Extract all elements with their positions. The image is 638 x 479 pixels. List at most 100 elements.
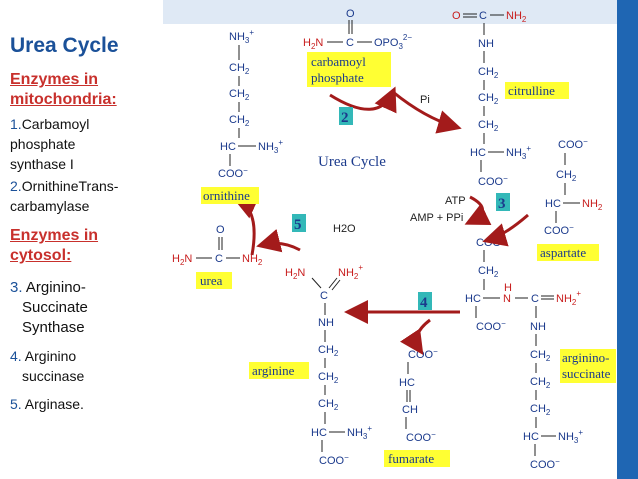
enzyme-name: phosphate xyxy=(10,136,76,152)
step-badge xyxy=(292,214,306,232)
svg-text:CH2: CH2 xyxy=(530,403,551,417)
carbamoyl-phosphate-structure: O H2N C OPO32− xyxy=(303,8,412,51)
label-bg xyxy=(307,52,391,87)
svg-text:CH2: CH2 xyxy=(478,92,499,106)
step-badge xyxy=(496,193,510,211)
svg-text:O: O xyxy=(216,224,225,236)
svg-text:NH3+: NH3+ xyxy=(506,144,531,161)
enzyme-item: 3. Arginino- Succinate Synthase xyxy=(10,278,88,338)
svg-text:C: C xyxy=(215,253,223,265)
carbamoyl-phosphate-label: carbamoyl xyxy=(311,54,366,69)
svg-text:COO−: COO− xyxy=(319,453,349,467)
label-bg xyxy=(196,272,232,289)
water-label: H2O xyxy=(333,223,356,235)
arrow-aspartate-in xyxy=(482,213,529,247)
svg-text:N: N xyxy=(503,293,511,305)
step-number: 5 xyxy=(294,217,302,233)
mitochondria-heading-line: mitochondria: xyxy=(10,91,117,108)
argininosuccinate-label: succinate xyxy=(562,366,611,381)
enzyme-item: 4. Arginino succinase xyxy=(10,346,84,386)
svg-text:H2N: H2N xyxy=(285,267,305,281)
svg-text:COO−: COO− xyxy=(476,319,506,333)
arrow-step-2-in xyxy=(329,86,397,114)
svg-text:NH3+: NH3+ xyxy=(258,138,283,155)
enzyme-name: succinase xyxy=(22,368,85,384)
enzyme-item: 2.OrnithineTrans- carbamylase xyxy=(10,176,118,216)
enzyme-number: 4. xyxy=(10,348,22,364)
enzyme-name: OrnithineTrans- xyxy=(21,178,119,194)
carbamoyl-phosphate-label: phosphate xyxy=(311,70,364,85)
step-number: 3 xyxy=(498,196,506,212)
svg-text:CH2: CH2 xyxy=(318,344,339,358)
svg-text:NH2+: NH2+ xyxy=(338,263,363,281)
enzyme-name: Carbamoyl xyxy=(21,116,90,132)
svg-text:COO−: COO− xyxy=(406,430,436,444)
ornithine-label: ornithine xyxy=(203,188,250,203)
svg-text:CH2: CH2 xyxy=(530,349,551,363)
svg-text:CH2: CH2 xyxy=(229,88,250,102)
phosphate-label: Pi xyxy=(420,94,430,106)
svg-text:NH: NH xyxy=(478,38,494,50)
enzyme-number: 5. xyxy=(10,396,22,412)
svg-text:NH: NH xyxy=(318,317,334,329)
svg-text:COO−: COO− xyxy=(476,235,506,249)
svg-text:NH2+: NH2+ xyxy=(556,289,581,307)
svg-text:COO−: COO− xyxy=(544,223,574,237)
arrow-fumarate-out xyxy=(400,318,431,355)
arrow-urea-out xyxy=(256,228,301,253)
svg-text:HC: HC xyxy=(399,377,415,389)
citrulline-structure: O C NH2 NH CH2 CH2 CH2 HC NH3+ COO− xyxy=(452,10,531,188)
svg-text:CH2: CH2 xyxy=(556,169,577,183)
svg-text:COO−: COO− xyxy=(218,166,248,180)
svg-text:H2N: H2N xyxy=(303,37,323,51)
cycle-title: Urea Cycle xyxy=(318,154,386,170)
svg-text:HC: HC xyxy=(220,141,236,153)
svg-text:H: H xyxy=(504,282,512,294)
fumarate-structure: COO− HC CH COO− xyxy=(399,347,438,444)
enzyme-name: Synthase xyxy=(22,319,85,336)
enzyme-item: 5. Arginase. xyxy=(10,394,84,414)
svg-text:COO−: COO− xyxy=(478,174,508,188)
enzyme-name: Arginino xyxy=(21,348,77,364)
svg-text:CH2: CH2 xyxy=(530,376,551,390)
enzyme-name: Succinate xyxy=(22,299,88,316)
step-number: 2 xyxy=(341,110,349,126)
svg-text:HC: HC xyxy=(465,293,481,305)
svg-text:CH2: CH2 xyxy=(318,371,339,385)
svg-text:CH: CH xyxy=(402,404,418,416)
enzyme-item: 1.Carbamoyl phosphate synthase I xyxy=(10,114,89,174)
svg-text:COO−: COO− xyxy=(408,347,438,361)
svg-text:OPO32−: OPO32− xyxy=(374,33,412,51)
urea-structure: O H2N C NH2 xyxy=(172,224,263,267)
svg-text:NH2: NH2 xyxy=(582,198,603,212)
arrow-atp xyxy=(464,195,492,226)
enzyme-name: Arginino- xyxy=(22,279,86,296)
svg-text:NH3+: NH3+ xyxy=(558,428,583,445)
enzyme-number: 1. xyxy=(10,116,22,132)
svg-text:HC: HC xyxy=(311,427,327,439)
atp-label: ATP xyxy=(445,195,466,207)
label-bg xyxy=(560,349,616,383)
svg-text:CH2: CH2 xyxy=(478,119,499,133)
svg-text:CH2: CH2 xyxy=(478,66,499,80)
mitochondria-heading: Enzymes in mitochondria: xyxy=(10,70,117,110)
aspartate-structure: COO− CH2 HC NH2 COO− xyxy=(544,137,603,237)
top-band xyxy=(163,0,617,24)
svg-text:CH2: CH2 xyxy=(478,265,499,279)
svg-text:HC: HC xyxy=(470,147,486,159)
step-badge xyxy=(339,107,353,125)
enzyme-number: 2. xyxy=(10,178,22,194)
sidebar: Urea Cycle Enzymes in mitochondria: 1.Ca… xyxy=(0,0,163,479)
svg-text:NH3+: NH3+ xyxy=(229,28,254,45)
arginine-structure: H2N NH2+ C NH CH2 CH2 CH2 HC NH3+ COO− xyxy=(285,263,372,467)
enzyme-number: 3. xyxy=(10,279,23,296)
svg-text:NH: NH xyxy=(530,321,546,333)
svg-text:C: C xyxy=(320,290,328,302)
arginine-label: arginine xyxy=(252,363,295,378)
svg-text:C: C xyxy=(531,293,539,305)
svg-text:NH3+: NH3+ xyxy=(347,424,372,441)
right-accent-bar xyxy=(617,0,638,479)
svg-text:O: O xyxy=(346,8,355,20)
label-bg xyxy=(249,362,309,379)
